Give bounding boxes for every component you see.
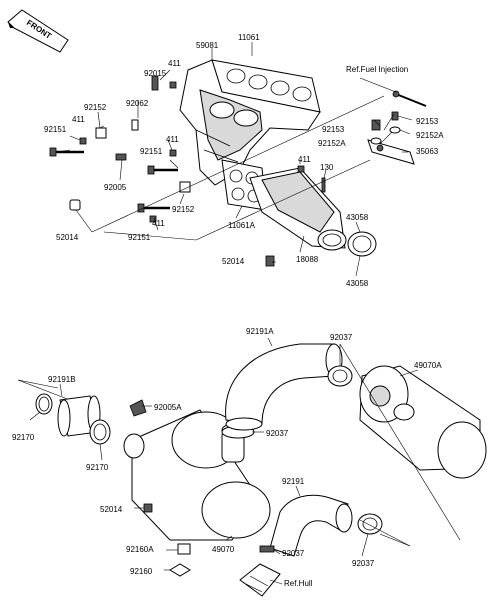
bolt-92151-b — [147, 165, 178, 175]
hose-92191A — [225, 343, 343, 431]
label-52014-b: 52014 — [222, 257, 245, 266]
bolt-92151-c — [137, 203, 170, 213]
nut-411-b — [79, 137, 87, 145]
label-92151-c: 92151 — [128, 233, 151, 242]
label-92151-b: 92151 — [140, 147, 163, 156]
label-35063: 35063 — [416, 147, 439, 156]
label-18088: 18088 — [296, 255, 319, 264]
label-43058-b: 43058 — [346, 279, 369, 288]
plug-52014-a — [69, 199, 81, 211]
nut-411-d — [297, 165, 305, 173]
pad-92160A — [177, 543, 191, 555]
hose-clamp-ring — [347, 231, 377, 257]
label-92015: 92015 — [144, 69, 167, 78]
label-92170-b: 92170 — [86, 463, 109, 472]
ref-hull: Ref.Hull — [284, 579, 313, 588]
label-43058-a: 43058 — [346, 213, 369, 222]
hose-92191 — [269, 494, 353, 557]
hose-clamp-92170-b — [89, 419, 111, 445]
label-49070: 49070 — [212, 545, 235, 554]
label-11061: 11061 — [238, 33, 260, 42]
nut-411-e — [149, 215, 157, 223]
muffler-49070A — [359, 365, 487, 479]
hull-ref-plate — [239, 563, 281, 597]
spacer-92152-b — [179, 181, 191, 193]
label-92191B: 92191B — [48, 375, 76, 384]
stud-92005 — [115, 153, 127, 161]
label-49070A: 49070A — [414, 361, 442, 370]
washer-92152A-a — [370, 137, 382, 145]
label-92153-a: 92153 — [322, 125, 345, 134]
label-130: 130 — [320, 163, 334, 172]
label-92170-a: 92170 — [12, 433, 35, 442]
bolt-92151-a — [49, 147, 84, 157]
label-92160A: 92160A — [126, 545, 154, 554]
label-411-a: 411 — [168, 59, 181, 68]
label-92191: 92191 — [282, 477, 305, 486]
label-411-c: 411 — [166, 135, 179, 144]
bracket — [367, 139, 415, 165]
spacer-92152-a — [95, 127, 107, 139]
label-92005A: 92005A — [154, 403, 182, 412]
label-92160: 92160 — [130, 567, 153, 576]
hose-clamp-92037-d — [357, 513, 383, 535]
label-92037-a: 92037 — [330, 333, 353, 342]
exhaust-pipe — [249, 167, 347, 251]
label-92153-b: 92153 — [416, 117, 439, 126]
ref-fuel-injection: Ref.Fuel Injection — [346, 65, 408, 74]
pad-92160 — [169, 563, 191, 577]
label-52014-c: 52014 — [100, 505, 123, 514]
label-92037-b: 92037 — [266, 429, 289, 438]
label-92005: 92005 — [104, 183, 127, 192]
hose-clamp-92170-a — [35, 393, 53, 415]
fitting-92005A — [129, 399, 147, 417]
part-labels: 11061 59081 92015 411 92152 92062 411 92… — [12, 33, 444, 588]
stud-130 — [321, 177, 326, 193]
label-92152-b: 92152 — [172, 205, 195, 214]
label-411-d: 411 — [298, 155, 311, 164]
plug-52014-c — [143, 503, 153, 513]
label-92152A-a: 92152A — [318, 139, 346, 148]
label-92191A: 92191A — [246, 327, 274, 336]
leader-lines-top — [55, 42, 413, 277]
label-11061A: 11061A — [228, 221, 256, 230]
label-52014-a: 52014 — [56, 233, 79, 242]
label-411-b: 411 — [72, 115, 85, 124]
label-92152A-b: 92152A — [416, 131, 444, 140]
exhaust-manifold — [179, 59, 321, 186]
nut-411-c — [169, 149, 177, 157]
nut-411-a — [169, 81, 177, 89]
label-92037-c: 92037 — [282, 549, 305, 558]
bolt-92153-a — [371, 119, 381, 131]
leader-lines-bottom — [29, 337, 461, 585]
label-92151-a: 92151 — [44, 125, 67, 134]
bolt-92015 — [151, 75, 159, 91]
ref-wedge-lines — [17, 379, 71, 401]
fuel-injection-rod — [392, 90, 427, 107]
hose-clamp-92037-c — [259, 545, 275, 553]
label-92062: 92062 — [126, 99, 149, 108]
front-arrow-icon — [7, 9, 69, 53]
hose-clamp-92037-a — [327, 365, 353, 387]
dowel-92062 — [131, 119, 139, 131]
label-411-e: 411 — [152, 219, 165, 228]
label-92037-d: 92037 — [352, 559, 375, 568]
plug-52014-b — [265, 255, 275, 267]
label-59081: 59081 — [196, 41, 219, 50]
label-92152-a: 92152 — [84, 103, 107, 112]
